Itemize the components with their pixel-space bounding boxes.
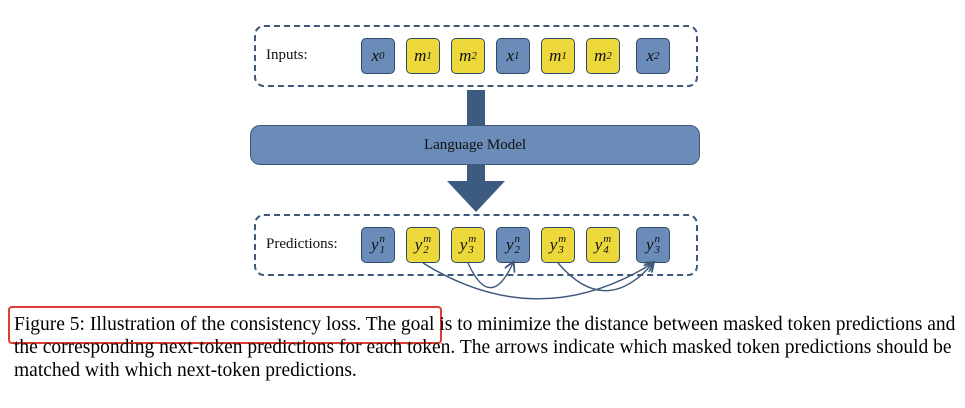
predictions-row-box <box>254 214 698 276</box>
arrow-shaft-icon <box>467 90 485 126</box>
caption-label: Figure 5: Illustration of the consistenc… <box>14 314 362 335</box>
predictions-label: Predictions: <box>266 236 338 252</box>
figure-caption: Figure 5: Illustration of the consistenc… <box>14 313 959 382</box>
language-model-block: Language Model <box>250 125 700 165</box>
caption-text: The goal is to minimize the distance bet… <box>14 314 956 381</box>
inputs-label: Inputs: <box>266 47 308 63</box>
match-arrow <box>557 263 653 292</box>
match-arrow <box>467 263 513 289</box>
inputs-row-box <box>254 25 698 87</box>
down-arrow-icon <box>447 165 505 212</box>
match-arrow <box>422 263 653 300</box>
language-model-label: Language Model <box>423 136 527 153</box>
match-arrows <box>422 0 965 300</box>
caption-highlight-box <box>8 306 442 344</box>
